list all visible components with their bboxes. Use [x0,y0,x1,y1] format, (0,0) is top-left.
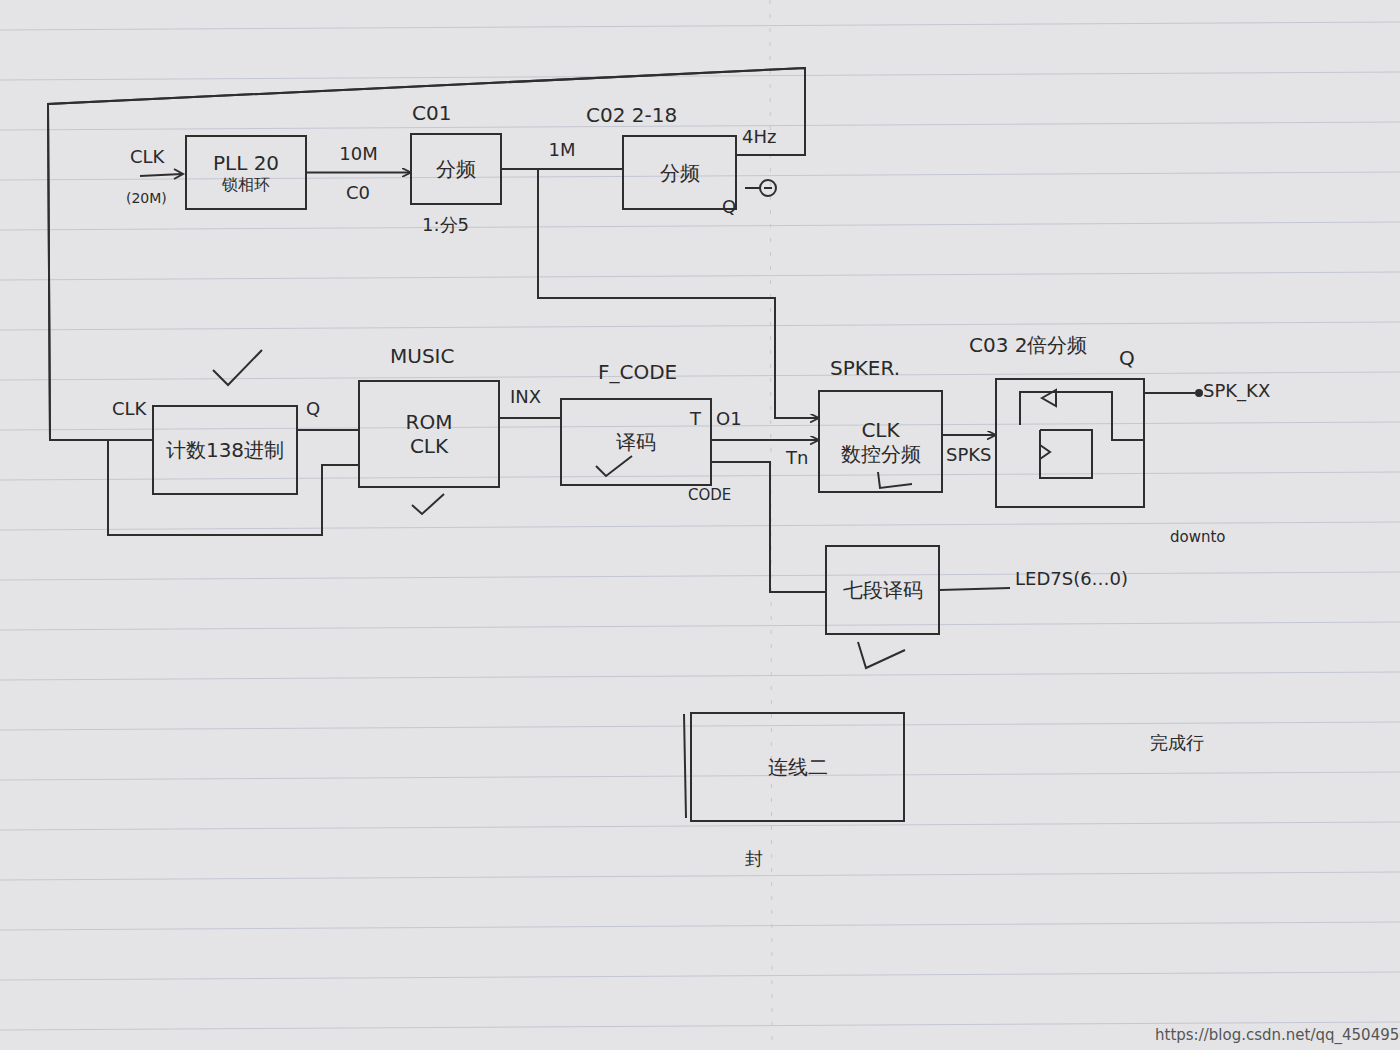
wire-label: 10M [337,143,379,165]
signal-label: T [690,408,701,430]
signal-label: downto [1170,528,1226,546]
signal-wire [712,439,818,441]
signal-wire [48,68,805,535]
signal-label: (20M) [126,190,167,207]
signal-wire [307,172,410,174]
signal-label: Tn [786,447,808,469]
signal-label: INX [510,386,541,408]
block-text: CLK [410,434,448,458]
block-heading: MUSIC [390,344,454,368]
block-heading: C02 2-18 [586,103,677,127]
signal-wire [298,429,358,431]
block-text: 七段译码 [843,578,923,602]
wire-label: 1M [547,139,578,161]
block-box: ROMCLKMUSIC [358,380,500,488]
block-box: 计数138进制 [152,405,298,495]
block-box: C03 2倍分频Q [995,378,1145,508]
signal-label: LED7S(6…0) [1015,568,1128,590]
block-text: 锁相环 [222,175,270,194]
block-heading: SPKER. [830,356,900,380]
signal-label: Q [722,196,736,218]
block-text: ROM [406,410,453,434]
block-box: CLK数控分频SPKER. [818,390,943,493]
block-text: CLK [861,418,899,442]
watermark: https://blog.csdn.net/qq_45049500 [1155,1026,1400,1044]
signal-wire [943,434,995,436]
signal-label: C0 [346,182,370,204]
signal-label: 完成行 [1150,732,1204,754]
block-text: PLL 20 [213,151,279,175]
block-heading: F_CODE [598,360,677,384]
block-box: 译码F_CODE [560,398,712,486]
signal-label: 封 [745,848,763,870]
block-box: PLL 20锁相环 [185,135,307,210]
block-text: 数控分频 [841,442,921,466]
signal-label: SPK_KX [1203,380,1270,402]
block-box: 分频C01 [410,133,502,205]
signal-label: SPKS [946,444,992,466]
signal-label: Q [306,398,320,420]
signal-label: 4Hz [742,126,776,148]
block-text: 连线二 [768,755,828,779]
block-text: 译码 [616,430,656,454]
block-heading: Q [1119,346,1135,370]
block-text: 计数138进制 [166,438,284,462]
sketch-lines [140,169,1202,818]
signal-wire [500,417,560,419]
signal-label: CODE [688,486,731,504]
block-text: 分频 [436,157,476,181]
signal-wire [502,169,818,418]
signal-label: CLK [112,398,146,420]
signal-wire [712,462,825,592]
block-box: 七段译码 [825,545,940,635]
block-box: 连线二 [690,712,905,822]
signal-label: CLK [130,146,164,168]
block-text: 分频 [660,161,700,185]
block-heading: C03 2倍分频 [969,332,1088,359]
block-heading: C01 [412,101,451,125]
signal-label: 1:分5 [422,214,469,236]
signal-label: O1 [716,408,742,430]
block-box: 分频C02 2-18 [622,135,737,210]
signal-wire [48,68,805,440]
